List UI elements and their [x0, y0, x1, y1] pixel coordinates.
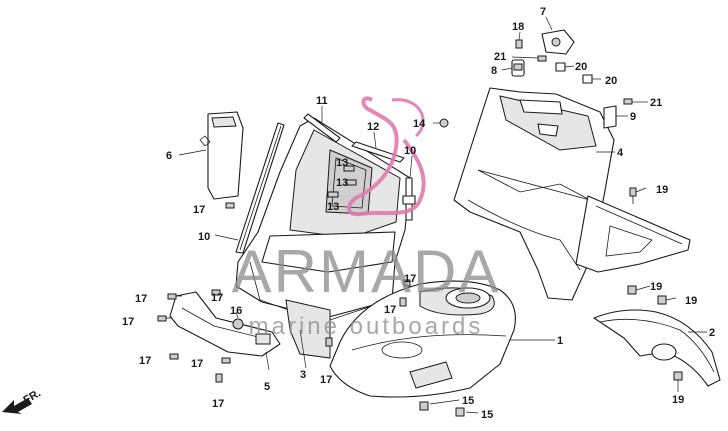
direction-label: FR.: [22, 387, 43, 406]
callout-17-e: 17: [139, 355, 151, 367]
callout-14: 14: [413, 118, 426, 130]
part-5-lower-cover: [169, 291, 281, 357]
callout-2: 2: [709, 327, 715, 339]
callout-20-a: 20: [575, 61, 587, 73]
callout-8: 8: [491, 65, 497, 77]
clip-13b: [345, 179, 357, 186]
callout-13-top: 13: [336, 157, 348, 169]
callout-17-b: 17: [122, 316, 134, 328]
screw-17b: [157, 315, 172, 322]
part-7-bracket: [541, 29, 575, 55]
callout-9: 9: [630, 111, 636, 123]
callout-19-c: 19: [685, 295, 697, 307]
part-10-left-trim-strip: [235, 122, 285, 254]
watermark-tagline: marine outboards: [249, 313, 484, 340]
callout-17-d: 17: [211, 292, 223, 304]
screw-19b: [627, 285, 637, 295]
right-side-flare: [575, 195, 691, 273]
watermark-swirl: [347, 96, 426, 217]
screw-19c: [657, 295, 667, 305]
front-arrow-icon: [2, 398, 32, 414]
callout-17-h: 17: [320, 374, 332, 386]
screw-17c: [225, 202, 235, 209]
part-8-grommet: [511, 59, 525, 77]
leader-lines: [178, 16, 707, 414]
callout-20-b: 20: [605, 75, 617, 87]
screw-17j: [403, 279, 411, 287]
callout-17-g: 17: [212, 398, 224, 410]
screw-18: [515, 39, 523, 49]
fasteners: [157, 39, 683, 417]
callout-17-a: 17: [135, 293, 147, 305]
callout-18: 18: [512, 21, 524, 33]
part-9-clip: [603, 105, 617, 129]
screw-17g: [215, 373, 223, 383]
part-4-rear-cover: [453, 87, 615, 301]
screw-17h: [325, 337, 333, 347]
callout-labels: 1 2 3 4 5 6 7 8 9 10 10 11 12 13 13 13 1…: [122, 6, 715, 421]
bolt-15a: [419, 401, 429, 411]
screw-17i: [399, 297, 407, 307]
callout-15-b: 15: [481, 409, 493, 421]
callout-21-a: 21: [494, 51, 506, 63]
callout-10-left: 10: [198, 231, 210, 243]
callout-19-a: 19: [656, 184, 668, 196]
callout-16: 16: [230, 305, 242, 317]
grommet-16: [232, 318, 244, 330]
callout-17-f: 17: [191, 358, 203, 370]
callout-4: 4: [617, 147, 624, 159]
callout-12: 12: [367, 121, 379, 133]
part-1-front-fender: [329, 280, 516, 398]
bolt-15b: [455, 407, 465, 417]
screw-17e: [169, 353, 179, 360]
clip-13a: [343, 165, 355, 172]
callout-13-mid: 13: [336, 177, 348, 189]
callout-19-d: 19: [672, 394, 684, 406]
callout-21-b: 21: [650, 97, 662, 109]
callout-7: 7: [540, 6, 546, 18]
callout-15-a: 15: [462, 395, 474, 407]
screw-21b: [623, 98, 633, 105]
screw-21a: [537, 55, 547, 62]
part-11-clip: [303, 113, 341, 143]
callout-17-i: 17: [384, 304, 396, 316]
callout-11: 11: [316, 95, 328, 107]
screw-17f: [221, 357, 231, 364]
part-6-side-panel: [199, 111, 244, 200]
screw-17a: [167, 293, 182, 300]
callout-10-right: 10: [404, 145, 416, 157]
screw-17d: [211, 289, 221, 296]
callout-3: 3: [300, 369, 306, 381]
watermark-brand: ARMADA: [232, 238, 501, 305]
part-2-rear-fender: [593, 309, 721, 387]
callout-17-j: 17: [404, 273, 416, 285]
front-direction-marker: FR.: [2, 387, 43, 414]
watermark-logo: ARMADA marine outboards: [232, 96, 501, 340]
part-12-clip: [351, 141, 405, 163]
callout-5: 5: [264, 381, 270, 393]
screw-19a: [629, 187, 637, 204]
callout-19-b: 19: [650, 281, 662, 293]
callout-1: 1: [557, 335, 563, 347]
callout-17-c: 17: [193, 204, 205, 216]
screw-19d: [673, 371, 683, 381]
callout-6: 6: [166, 150, 172, 162]
part-10-right-post: [402, 177, 416, 221]
callout-13-bottom: 13: [327, 201, 339, 213]
screw-14: [439, 118, 449, 128]
clip-13c: [327, 191, 339, 198]
